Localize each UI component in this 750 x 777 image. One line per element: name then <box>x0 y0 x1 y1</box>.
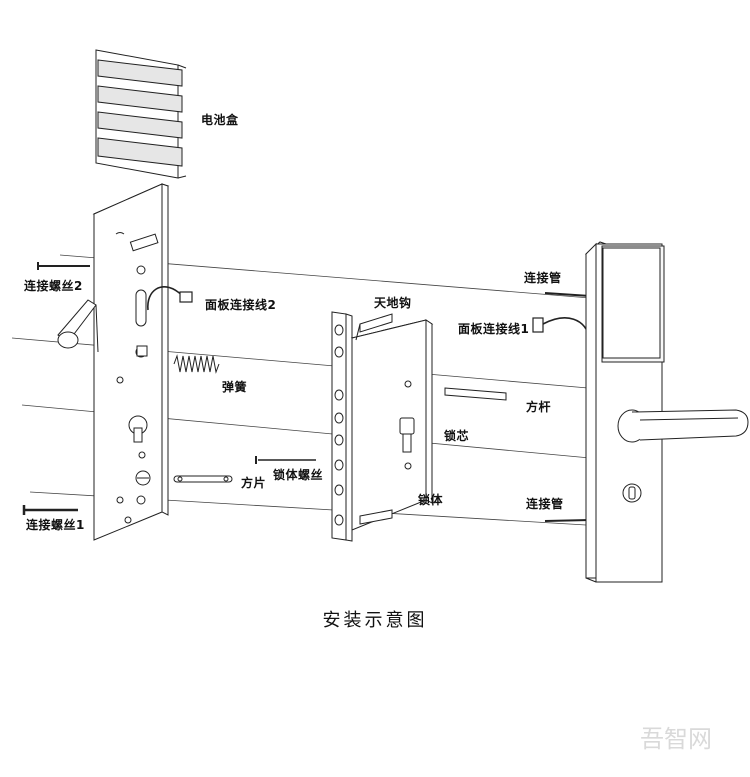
square-plate <box>173 475 233 483</box>
connect-tube-top-part <box>544 292 591 297</box>
label-panel-wire-2: 面板连接线2 <box>205 298 277 312</box>
label-lock-cylinder: 锁芯 <box>444 429 470 443</box>
label-connect-screw-1: 连接螺丝1 <box>26 518 85 532</box>
diagram-caption: 安装示意图 <box>322 610 428 631</box>
lock-body <box>350 319 434 531</box>
lock-faceplate <box>331 311 353 542</box>
square-bar-part <box>444 387 507 401</box>
label-panel-wire-1: 面板连接线1 <box>458 322 530 336</box>
panel-wire-1 <box>542 317 591 341</box>
label-square-bar: 方杆 <box>526 400 552 414</box>
back-panel <box>92 183 170 541</box>
label-square-plate: 方片 <box>241 476 267 490</box>
label-lock-body-screw: 锁体螺丝 <box>273 468 324 482</box>
latch-hook-bottom <box>359 509 393 525</box>
spring <box>173 354 220 374</box>
back-handle <box>57 299 99 353</box>
battery-box <box>95 49 187 179</box>
label-connect-screw-2: 连接螺丝2 <box>24 279 83 293</box>
label-spring: 弹簧 <box>222 380 248 394</box>
label-latch-hook: 天地钩 <box>374 296 412 310</box>
latch-hook-top <box>355 313 393 341</box>
watermark-logo: 吾智网 <box>622 715 722 759</box>
label-lock-body: 锁体 <box>418 493 444 507</box>
panel-wire-2 <box>147 286 183 311</box>
watermark-text: 吾智网 <box>640 725 712 753</box>
label-connect-tube-top: 连接管 <box>524 271 562 285</box>
front-panel <box>584 241 665 583</box>
lock-body-screw-part <box>255 456 316 464</box>
front-handle <box>617 409 749 443</box>
label-connect-tube-bottom: 连接管 <box>526 497 564 511</box>
label-battery-box: 电池盒 <box>201 113 239 127</box>
connect-tube-bottom-part <box>544 519 591 522</box>
